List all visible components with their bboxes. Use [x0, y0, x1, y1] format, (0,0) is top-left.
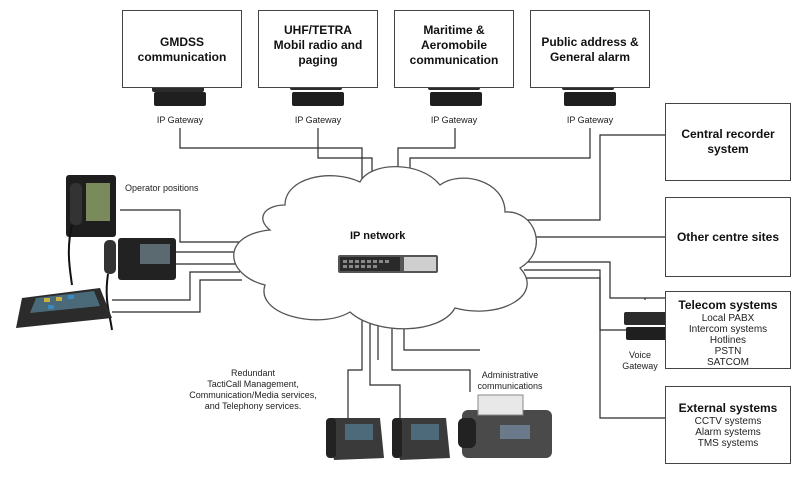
ip-gateway-label: IP Gateway	[156, 115, 204, 125]
external-item: Alarm systems	[695, 427, 761, 438]
ip-phone-icon	[392, 418, 450, 460]
other-centre-sites-title: Other centre sites	[676, 229, 780, 244]
telecom-item: Hotlines	[709, 335, 747, 346]
external-title: External systems	[678, 401, 778, 415]
telecom-item: SATCOM	[706, 357, 750, 368]
maritime-system-box: Maritime & Aeromobile communication	[394, 10, 514, 88]
uhf-tetra-title: UHF/TETRA Mobil radio and paging	[273, 23, 363, 67]
ip-gateway-label: IP Gateway	[566, 115, 614, 125]
voice-gateway-label: Voice Gateway	[622, 350, 658, 371]
ip-phone-icon	[326, 418, 384, 460]
fax-machine-icon	[458, 394, 552, 458]
gmdss-system-box: GMDSS communication	[122, 10, 242, 88]
telecom-item: PSTN	[714, 346, 742, 357]
central-recorder-title: Central recorder system	[681, 127, 775, 156]
touch-panel-console-icon	[16, 288, 112, 328]
voice-gateway-device-icon	[624, 312, 676, 340]
telecom-systems-box: Telecom systems Local PABX Intercom syst…	[665, 291, 791, 369]
bottom-connectors	[347, 312, 480, 418]
operator-positions-label: Operator positions	[125, 183, 199, 193]
public-address-system-box: Public address & General alarm	[530, 10, 650, 88]
right-connectors	[520, 134, 665, 419]
ip-gateway-label: IP Gateway	[430, 115, 478, 125]
telecom-item: Intercom systems	[688, 324, 768, 335]
public-address-title: Public address & General alarm	[541, 35, 639, 64]
central-recorder-box: Central recorder system	[665, 103, 791, 181]
ip-gateway-label: IP Gateway	[294, 115, 342, 125]
uhf-tetra-system-box: UHF/TETRA Mobil radio and paging	[258, 10, 378, 88]
maritime-title: Maritime & Aeromobile communication	[409, 23, 499, 67]
telecom-title: Telecom systems	[678, 298, 778, 312]
administrative-label: Administrative communications	[477, 370, 543, 391]
gmdss-title: GMDSS communication	[137, 35, 227, 64]
left-connectors	[112, 209, 242, 313]
external-item: TMS systems	[697, 438, 759, 449]
operator-console-small-icon	[104, 238, 176, 331]
operator-console-tall-icon	[66, 175, 116, 286]
telecom-item: Local PABX	[701, 313, 755, 324]
external-item: CCTV systems	[694, 416, 762, 427]
ip-network-label: IP network	[350, 230, 406, 242]
ip-network-cloud	[233, 166, 537, 330]
redundant-services-label: Redundant TactiCall Management, Communic…	[189, 368, 317, 411]
other-centre-sites-box: Other centre sites	[665, 197, 791, 277]
network-switch-icon	[338, 255, 438, 273]
external-systems-box: External systems CCTV systems Alarm syst…	[665, 386, 791, 464]
